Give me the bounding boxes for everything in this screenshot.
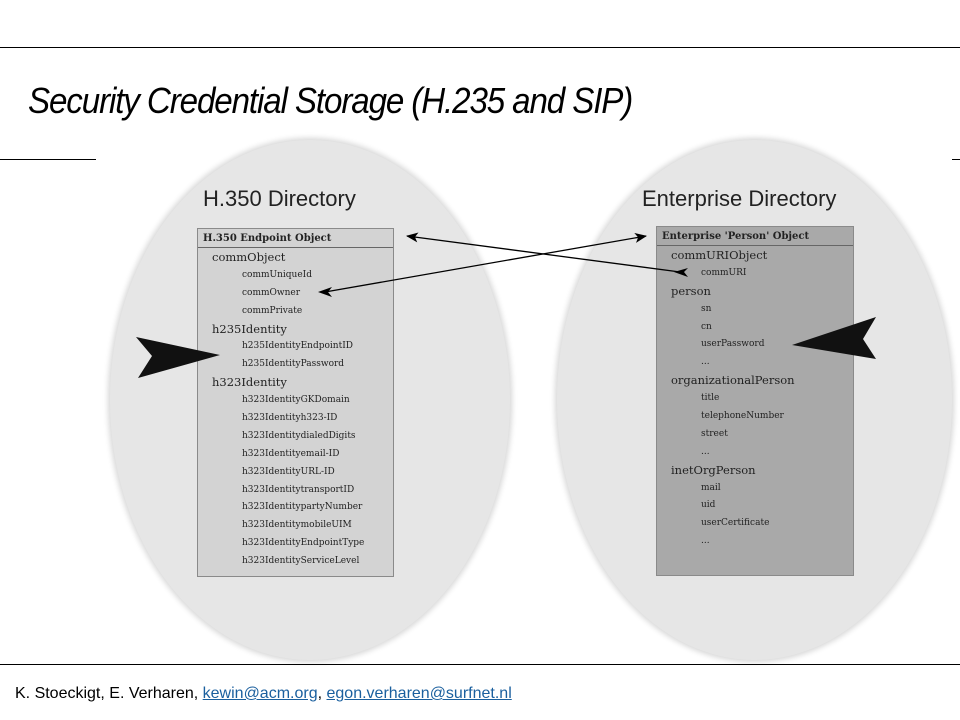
pointer-arrow-h235identity-icon (136, 337, 220, 378)
attribute-item: ... (701, 536, 710, 547)
attribute-item: ... (701, 357, 710, 368)
footer-authors: K. Stoeckigt, E. Verharen, (15, 685, 203, 702)
h350-attribute-list: commObject commUniqueId commOwner commPriva… (198, 249, 393, 571)
attribute-item: h323Identityh323-ID (242, 413, 338, 424)
attribute-item: street (701, 428, 728, 439)
title-underline-left (0, 159, 96, 160)
title-underline-right (952, 159, 960, 160)
email-link-kewin[interactable]: kewin@acm.org (202, 685, 318, 702)
enterprise-person-object-header: Enterprise 'Person' Object (657, 227, 853, 246)
attribute-item: commOwner (242, 287, 301, 298)
attribute-item: userPassword (701, 339, 765, 350)
attribute-item: h323IdentitymobileUIM (242, 520, 352, 531)
attribute-item: h323IdentityServiceLevel (242, 556, 360, 567)
attribute-item: h323IdentityURL-ID (242, 466, 335, 477)
slide-title: Security Credential Storage (H.235 and S… (28, 80, 633, 121)
attribute-item: sn (701, 303, 712, 314)
attribute-item: h323IdentitytransportID (242, 484, 355, 495)
footer: K. Stoeckigt, E. Verharen, kewin@acm.org… (15, 685, 512, 703)
link-arrow-commowner-to-enterprise (324, 232, 647, 293)
email-link-egon[interactable]: egon.verharen@surfnet.nl (326, 685, 512, 702)
attribute-item: ... (701, 446, 710, 457)
object-class-item: person (671, 283, 711, 298)
attribute-item: userCertificate (701, 518, 770, 529)
attribute-item: commURI (701, 267, 747, 278)
h350-endpoint-object-header: H.350 Endpoint Object (198, 229, 393, 248)
enterprise-attribute-list: commURIObject commURI person sn cn userPasswo… (657, 247, 853, 551)
attribute-item: h323IdentitydialedDigits (242, 430, 356, 441)
attribute-item: cn (701, 321, 712, 332)
enterprise-person-object-box: Enterprise 'Person' Object commURIObject… (656, 226, 854, 576)
attribute-item: h235IdentityEndpointID (242, 341, 353, 352)
attribute-item: commPrivate (242, 305, 303, 316)
h350-directory-title: H.350 Directory (203, 186, 356, 211)
attribute-item: h235IdentityPassword (242, 359, 345, 370)
attribute-item: h323IdentityEndpointType (242, 538, 365, 549)
attribute-item: h323IdentitypartyNumber (242, 502, 363, 513)
commuri-dot (674, 268, 688, 277)
attribute-item: h323Identityemail-ID (242, 448, 340, 459)
top-rule (0, 47, 960, 48)
attribute-item: commUniqueId (242, 269, 312, 280)
pointer-arrow-userpassword-icon (792, 317, 876, 359)
footer-separator: , (317, 685, 327, 702)
footer-rule (0, 664, 960, 665)
commowner-dot (318, 287, 332, 297)
attribute-item: telephoneNumber (701, 411, 784, 422)
object-class-item: commURIObject (671, 248, 768, 262)
object-class-item: commObject (212, 250, 286, 264)
attribute-item: title (701, 393, 720, 404)
attribute-item: uid (701, 500, 716, 511)
object-class-item: inetOrgPerson (671, 462, 756, 477)
enterprise-directory-title: Enterprise Directory (642, 186, 837, 211)
object-class-item: h235Identity (212, 321, 287, 336)
attribute-item: h323IdentityGKDomain (242, 395, 350, 406)
object-class-item: h323Identity (212, 375, 287, 390)
attribute-item: mail (701, 482, 721, 493)
object-class-item: organizationalPerson (671, 373, 795, 388)
